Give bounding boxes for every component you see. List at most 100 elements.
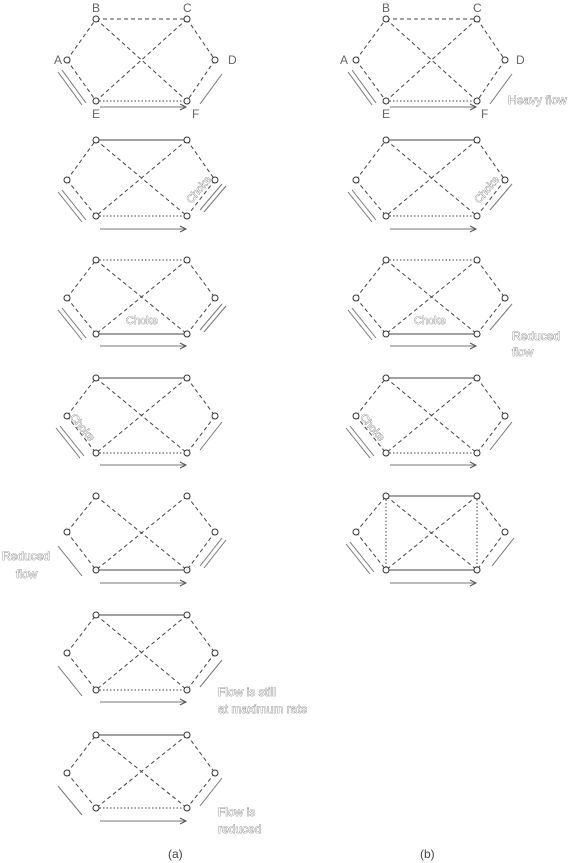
node-c: [473, 136, 481, 144]
node-b: [92, 731, 100, 739]
choke-label-b3: Choke: [414, 315, 446, 327]
node-c: [183, 15, 191, 23]
node-a: [63, 649, 71, 657]
network-a3: Choke: [57, 256, 227, 350]
node-f: [183, 804, 191, 812]
still-max-label-1: Flow is still: [218, 685, 276, 699]
node-f: [473, 449, 481, 457]
node-e: [92, 449, 100, 457]
node-b: [382, 15, 390, 23]
node-d: [211, 769, 219, 777]
node-d: [211, 528, 219, 536]
node-d: [501, 294, 509, 302]
node-e: [382, 212, 390, 220]
node-a: [352, 412, 360, 420]
node-c: [473, 15, 481, 23]
node-a: [352, 176, 360, 184]
node-e: [92, 566, 100, 574]
node-a: [63, 412, 71, 420]
choke-label-a3: Choke: [126, 315, 158, 327]
node-f: [183, 212, 191, 220]
node-c: [183, 136, 191, 144]
node-f: [183, 566, 191, 574]
node-f: [183, 449, 191, 457]
node-c: [183, 374, 191, 382]
node-label-c: C: [183, 1, 192, 15]
flow-reduced-label-2: reduced: [218, 822, 261, 836]
node-f: [473, 566, 481, 574]
node-d: [211, 294, 219, 302]
node-b: [382, 374, 390, 382]
node-d: [501, 176, 509, 184]
column-a: A B C D E F Choke: [2, 1, 308, 861]
node-e: [382, 330, 390, 338]
node-d: [501, 56, 509, 64]
node-d: [501, 412, 509, 420]
network-a5: Reduced flow: [2, 492, 227, 587]
network-a7: Flow is reduced: [57, 731, 262, 836]
heavy-flow-label: Heavy flow: [508, 93, 567, 107]
node-a: [63, 56, 71, 64]
node-d: [211, 56, 219, 64]
network-b2: Choke: [347, 136, 513, 233]
network-a6: Flow is still at maximum rate: [57, 611, 308, 716]
node-label-f: F: [192, 107, 199, 121]
node-label-b: B: [382, 1, 390, 15]
node-label-a: A: [340, 53, 348, 67]
node-f: [183, 686, 191, 694]
caption-b: (b): [420, 847, 435, 861]
node-d: [211, 649, 219, 657]
node-e: [92, 330, 100, 338]
node-e: [92, 212, 100, 220]
node-label-c: C: [473, 1, 482, 15]
node-e: [92, 804, 100, 812]
node-b: [92, 611, 100, 619]
node-c: [473, 374, 481, 382]
node-a: [63, 769, 71, 777]
node-a: [352, 294, 360, 302]
node-c: [183, 492, 191, 500]
network-a2: Choke: [57, 136, 227, 233]
choke-label-a4: Choke: [67, 412, 97, 444]
caption-a: (a): [168, 847, 183, 861]
node-c: [183, 611, 191, 619]
reduced-flow-label-b3-2: flow: [512, 345, 534, 359]
node-f: [183, 97, 191, 105]
network-b3: Choke Reduced flow: [347, 256, 560, 359]
node-label-e: E: [92, 107, 100, 121]
node-label-f: F: [481, 107, 488, 121]
node-f: [473, 330, 481, 338]
node-e: [382, 566, 390, 574]
node-label-e: E: [382, 107, 390, 121]
network-a4: Choke: [55, 374, 223, 469]
network-a1: A B C D E F: [54, 1, 237, 121]
node-b: [92, 136, 100, 144]
reduced-flow-label-a5-1: Reduced: [2, 549, 50, 563]
node-b: [382, 492, 390, 500]
node-a: [63, 294, 71, 302]
network-b4: Choke: [345, 374, 513, 469]
node-label-a: A: [54, 53, 62, 67]
node-e: [92, 97, 100, 105]
node-a: [352, 528, 360, 536]
node-c: [473, 256, 481, 264]
column-b: Heavy flow A B C D E F: [340, 1, 567, 861]
node-d: [211, 412, 219, 420]
node-c: [473, 492, 481, 500]
node-f: [473, 97, 481, 105]
node-b: [92, 374, 100, 382]
reduced-flow-label-b3-1: Reduced: [512, 329, 560, 343]
node-d: [211, 176, 219, 184]
network-b1: Heavy flow A B C D E F: [340, 1, 567, 121]
node-label-d: D: [516, 53, 525, 67]
node-e: [382, 449, 390, 457]
node-d: [501, 528, 509, 536]
node-label-b: B: [92, 1, 100, 15]
node-b: [92, 15, 100, 23]
node-a: [63, 176, 71, 184]
choke-label-b4: Choke: [357, 412, 387, 444]
choke-label-a2: Choke: [184, 174, 214, 206]
reduced-flow-label-a5-2: flow: [16, 567, 38, 581]
node-c: [183, 731, 191, 739]
